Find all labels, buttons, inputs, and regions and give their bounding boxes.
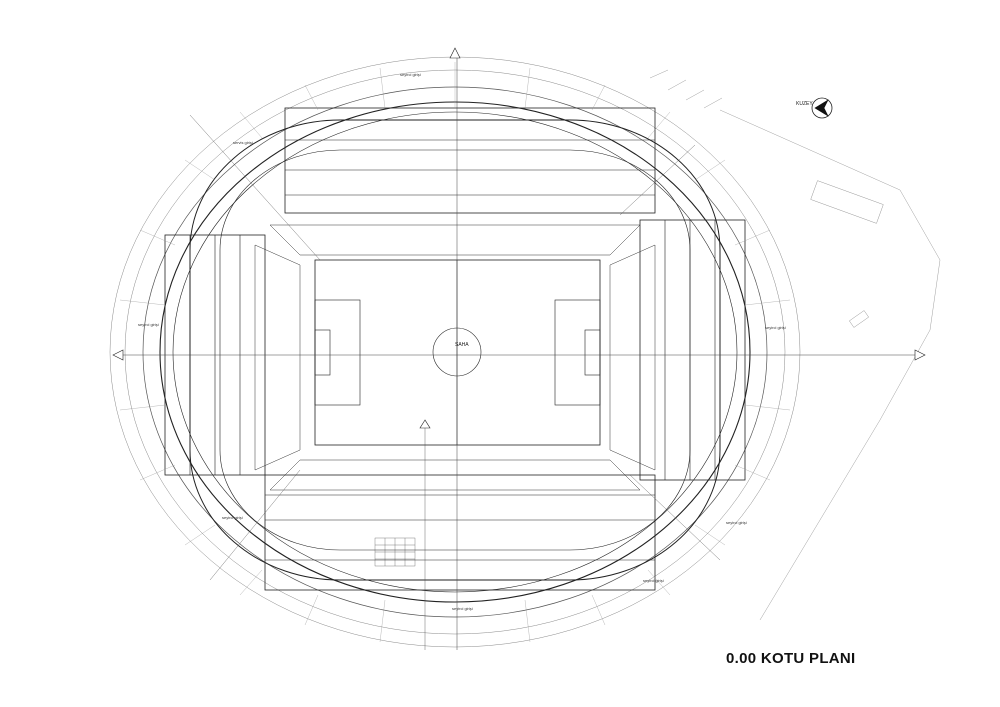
right-goal-area [584, 329, 601, 376]
plan-title: 0.00 KOTU PLANI [726, 650, 856, 667]
room-label: seyirci girişi [138, 322, 159, 327]
center-label: SAHA [455, 342, 469, 348]
north-tribune [269, 224, 641, 256]
room-label: seyirci girişi [765, 325, 786, 330]
north-stand-block [284, 107, 656, 214]
room-label: seyirci girişi [400, 72, 421, 77]
room-label: seyirci girişi [726, 520, 747, 525]
right-penalty-area [554, 299, 601, 406]
outer-boundary-line [109, 56, 801, 648]
stand-outer-ring [189, 119, 721, 581]
seating-grid [374, 537, 416, 567]
room-label: seyirci girişi [222, 515, 243, 520]
left-penalty-area [314, 299, 361, 406]
outer-roof-ring [142, 86, 768, 618]
south-stand-block [264, 474, 656, 591]
pitch-outline [314, 259, 601, 446]
north-arrow-circle [811, 97, 833, 119]
inner-facade [172, 111, 738, 593]
room-label: servis girişi [233, 140, 253, 145]
west-tribune [254, 244, 301, 471]
outer-boundary-line-2 [124, 69, 786, 635]
north-label: KUZEY [796, 101, 813, 107]
north-arrow-icon [814, 99, 829, 117]
left-goal-area [314, 329, 331, 376]
east-stand-block [639, 219, 746, 481]
room-label: seyirci girişi [452, 606, 473, 611]
room-label: seyirci girişi [643, 578, 664, 583]
parking-area [649, 69, 941, 621]
south-tribune [269, 459, 641, 491]
east-tribune [609, 244, 656, 471]
outer-facade [159, 101, 751, 603]
